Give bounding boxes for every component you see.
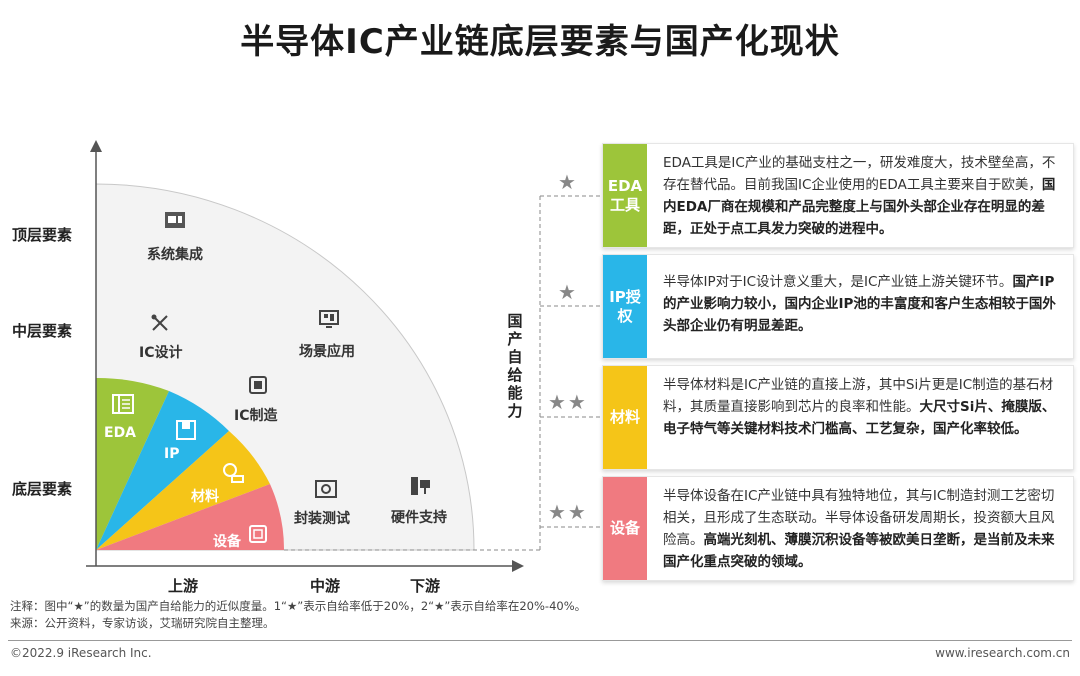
item-label-system-integration: 系统集成 [147, 247, 203, 263]
sector-label-ip: IP [164, 446, 180, 462]
card-bold-material: 大尺寸Si片、掩膜版、电子特气等关键材料技术门槛高、工艺复杂，国产化率较低。 [663, 399, 1056, 437]
monitor-icon [319, 309, 339, 333]
y-axis-arrow [90, 140, 102, 152]
system-icon [164, 210, 186, 234]
card-text-eda: EDA工具是IC产业的基础支柱之一，研发难度大，技术壁垒高，不存在替代品。目前我… [663, 155, 1056, 193]
package-test-icon [315, 479, 337, 503]
x-label-upstream: 上游 [168, 577, 199, 595]
equipment-icon [248, 524, 268, 548]
sector-label-material: 材料 [191, 489, 219, 505]
sector-equipment [96, 484, 285, 550]
y-label-bottom: 底层要素 [12, 480, 73, 498]
card-tag-equipment: 设备 [603, 477, 647, 580]
card-tag-ip: IP授权 [603, 255, 647, 358]
card-desc-eda: EDA工具是IC产业的基础支柱之一，研发难度大，技术壁垒高，不存在替代品。目前我… [663, 152, 1065, 240]
item-label-ic-design: IC设计 [139, 345, 183, 361]
material-icon [222, 462, 244, 488]
star-rating-equipment: ★★ [548, 500, 588, 524]
x-label-downstream: 下游 [410, 577, 441, 595]
card-desc-equipment: 半导体设备在IC产业链中具有独特地位，其与IC制造封测工艺密切相关，且形成了生态… [663, 485, 1065, 573]
x-axis-arrow [512, 560, 524, 572]
card-eda: EDA工具 EDA工具是IC产业的基础支柱之一，研发难度大，技术壁垒高，不存在替… [602, 143, 1074, 248]
card-desc-material: 半导体材料是IC产业链的直接上游，其中Si片更是IC制造的基石材料，其质量直接影… [663, 374, 1065, 440]
item-label-scenario-application: 场景应用 [299, 344, 355, 360]
card-bold-equipment: 高端光刻机、薄膜沉积设备等被欧美日垄断，是当前及未来国产化重点突破的领域。 [663, 532, 1055, 570]
y-label-top: 顶层要素 [12, 226, 73, 244]
x-label-midstream: 中游 [310, 577, 341, 595]
star-rating-material: ★★ [548, 390, 588, 414]
source-note: 来源：公开资料，专家访谈，艾瑞研究院自主整理。 [10, 616, 275, 630]
card-tag-material: 材料 [603, 366, 647, 469]
item-label-hardware-support: 硬件支持 [391, 510, 447, 526]
star-rating-ip: ★ [558, 280, 578, 304]
cpu-icon [248, 375, 268, 399]
card-bold-eda: 国内EDA厂商在规模和产品完整度上与国外头部企业存在明显的差距，正处于点工具发力… [663, 177, 1056, 237]
ip-chip-icon [176, 420, 196, 444]
item-label-packaging-testing: 封装测试 [294, 511, 350, 527]
hardware-icon [409, 475, 431, 501]
design-tools-icon [150, 313, 170, 337]
card-text-material: 半导体材料是IC产业链的直接上游，其中Si片更是IC制造的基石材料，其质量直接影… [663, 377, 1054, 415]
star-rating-eda: ★ [558, 170, 578, 194]
sector-material [96, 431, 270, 550]
book-icon [112, 394, 134, 418]
footer-divider [8, 640, 1072, 641]
dashed-connectors [284, 195, 600, 551]
website-link[interactable]: www.iresearch.com.cn [935, 646, 1070, 660]
y-label-middle: 中层要素 [12, 322, 73, 340]
card-tag-eda: EDA工具 [603, 144, 647, 247]
card-material: 材料 半导体材料是IC产业链的直接上游，其中Si片更是IC制造的基石材料，其质量… [602, 365, 1074, 470]
sector-label-eda: EDA [104, 425, 137, 441]
page-title: 半导体IC产业链底层要素与国产化现状 [240, 22, 840, 62]
domestic-self-sufficiency-label: 国产自给能力 [507, 312, 523, 420]
copyright: ©2022.9 iResearch Inc. [10, 646, 152, 660]
item-label-ic-manufacturing: IC制造 [234, 408, 278, 424]
sector-label-equipment: 设备 [213, 534, 241, 550]
card-text-equipment: 半导体设备在IC产业链中具有独特地位，其与IC制造封测工艺密切相关，且形成了生态… [663, 488, 1055, 548]
footnote: 注释：图中“★”的数量为国产自给能力的近似度量。1“★”表示自给率低于20%，2… [10, 599, 587, 613]
card-desc-ip: 半导体IP对于IC设计意义重大，是IC产业链上游关键环节。国产IP的产业影响力较… [663, 271, 1065, 337]
sector-eda [96, 377, 169, 550]
card-equipment: 设备 半导体设备在IC产业链中具有独特地位，其与IC制造封测工艺密切相关，且形成… [602, 476, 1074, 581]
card-ip: IP授权 半导体IP对于IC设计意义重大，是IC产业链上游关键环节。国产IP的产… [602, 254, 1074, 359]
card-text-ip: 半导体IP对于IC设计意义重大，是IC产业链上游关键环节。 [663, 274, 1013, 290]
card-bold-ip: 国产IP的产业影响力较小，国内企业IP池的丰富度和客户生态相较于国外头部企业仍有… [663, 274, 1056, 334]
